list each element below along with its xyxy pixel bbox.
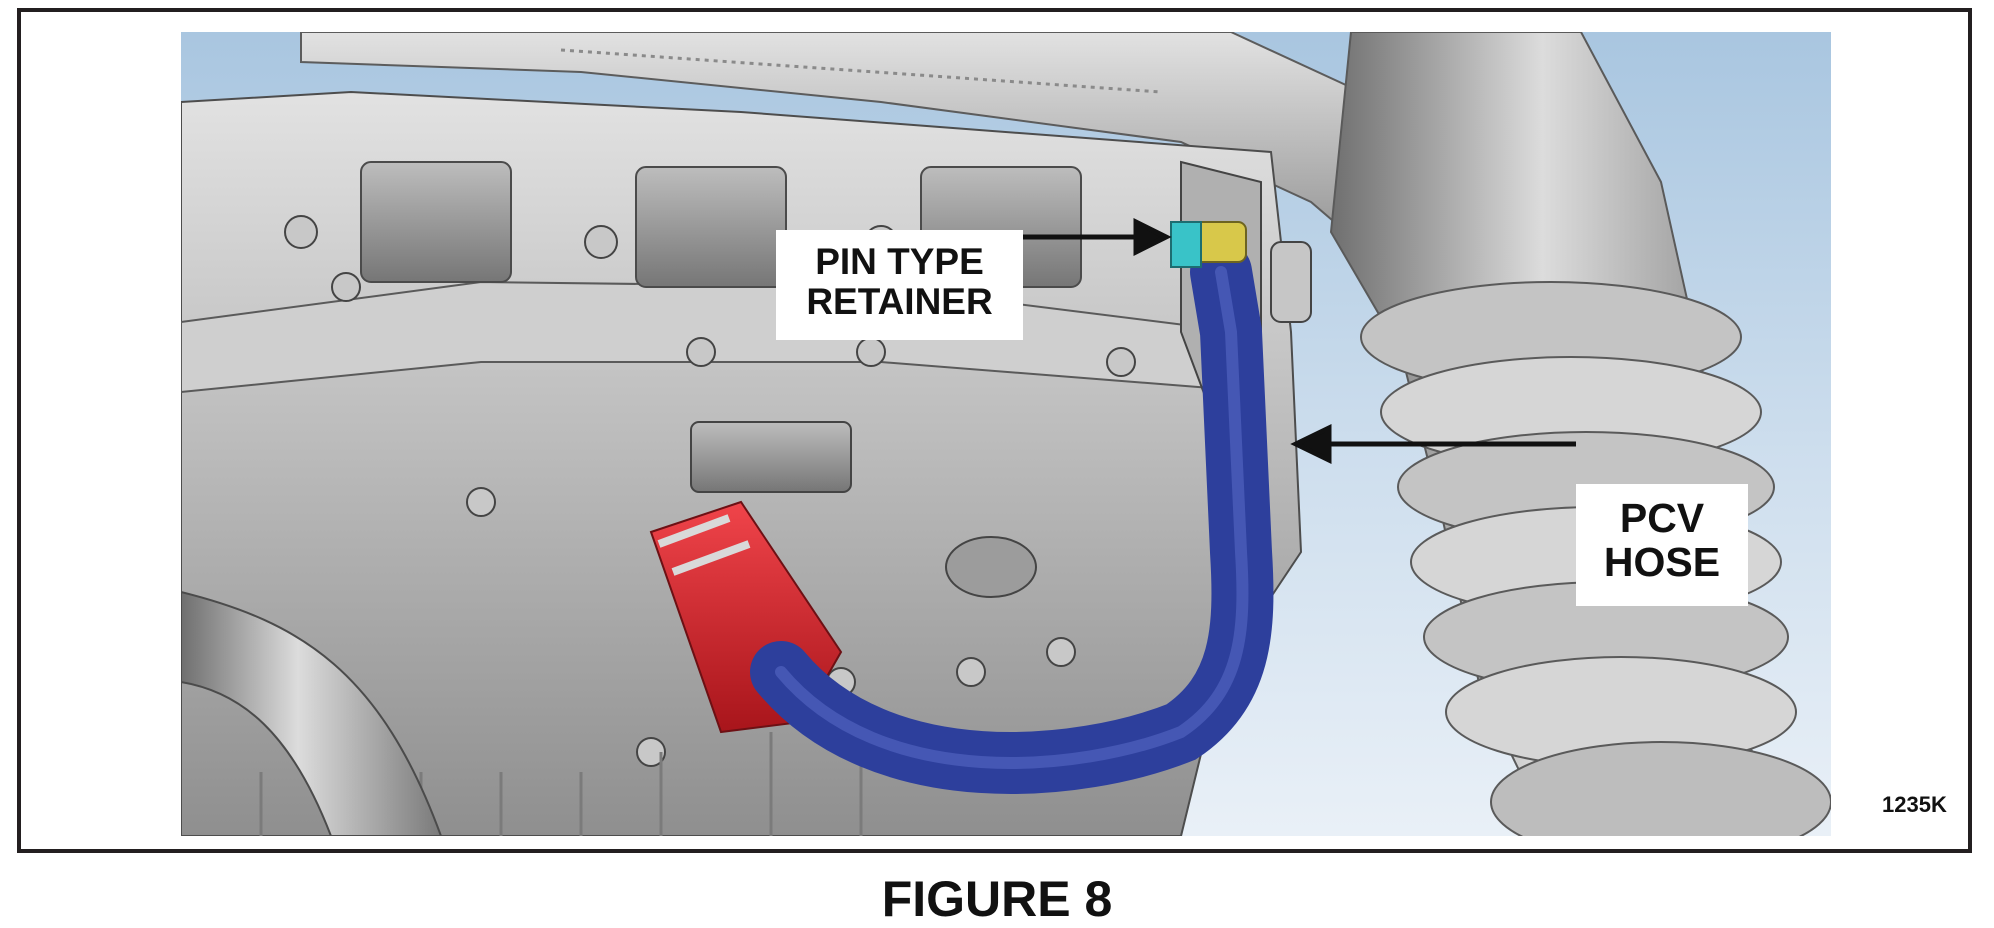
figure-frame: PIN TYPE RETAINER PCV HOSE 1235K [17,8,1972,853]
engine-illustration [181,32,1831,836]
figure-caption: FIGURE 8 [881,871,1113,927]
pcv-hose-line2: HOSE [1603,539,1721,586]
pcv-hose-line1: PCV [1619,495,1705,541]
drawing-id: 1235K [1882,792,1947,817]
pin-type-retainer-line1: PIN TYPE [815,241,984,282]
pcv-hose-callout: PCV HOSE [1576,484,1748,606]
pin-type-retainer-line2: RETAINER [806,280,993,322]
pin-type-retainer-callout: PIN TYPE RETAINER [776,230,1023,340]
